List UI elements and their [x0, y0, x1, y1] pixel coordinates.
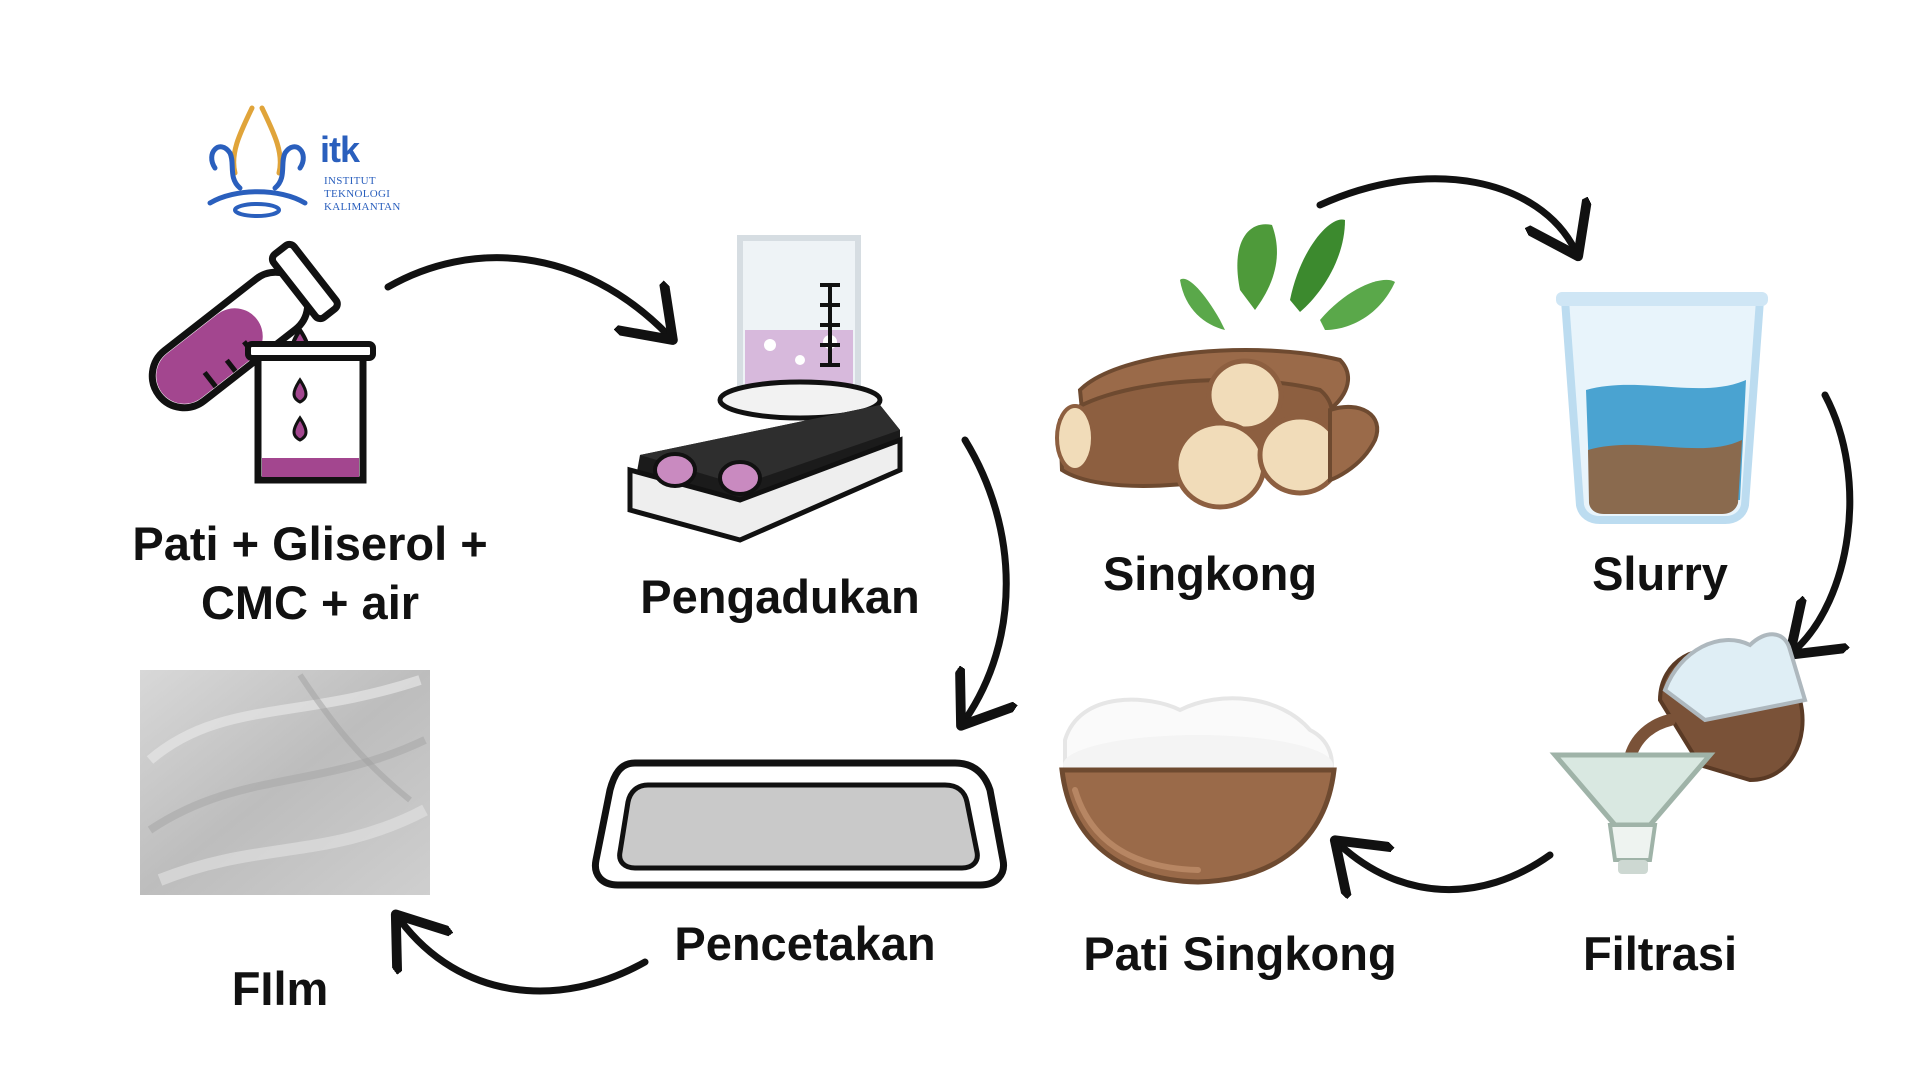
- label-cassava: Singkong: [1102, 547, 1318, 600]
- mix-illustration: [148, 240, 376, 484]
- arrow-slurry-to-filtration: [1795, 391, 1854, 650]
- film-sample-image: [140, 670, 430, 895]
- label-stirring: Pengadukan: [640, 570, 920, 623]
- label-slurry: Slurry: [1592, 547, 1728, 600]
- cassava-illustration: [1055, 219, 1395, 510]
- magnetic-stirrer-illustration: [627, 235, 903, 543]
- label-mix: Pati + Gliserol + CMC + air: [100, 515, 520, 633]
- label-mix-line2: CMC + air: [200, 575, 420, 629]
- logo-line-teknologi: TEKNOLOGI: [324, 188, 391, 200]
- starch-bowl-illustration: [1059, 696, 1337, 885]
- label-mix-line1: Pati + Gliserol +: [132, 517, 488, 570]
- filtration-illustration: [1549, 632, 1808, 874]
- arrow-stirring-to-molding: [965, 436, 1006, 720]
- label-molding: Pencetakan: [674, 917, 936, 970]
- test-tube-icon: [148, 240, 341, 412]
- label-filtration: Filtrasi: [1582, 927, 1738, 980]
- tray-illustration: [591, 759, 1008, 889]
- itk-logo: itk INSTITUT TEKNOLOGI KALIMANTAN: [200, 98, 430, 228]
- label-starch: Pati Singkong: [1083, 927, 1397, 980]
- logo-line-kalimantan: KALIMANTAN: [324, 201, 401, 213]
- arrow-mix-to-stirring: [384, 254, 668, 335]
- arrow-molding-to-film: [400, 920, 649, 995]
- flow-arrows: [384, 175, 1854, 995]
- arrow-filtration-to-starch: [1340, 845, 1554, 890]
- arrow-cassava-to-slurry: [1316, 175, 1575, 250]
- slurry-beaker-illustration: [1556, 292, 1768, 524]
- label-film: FIlm: [231, 962, 329, 1015]
- beaker-icon: [245, 341, 376, 484]
- itk-emblem-icon: [207, 105, 308, 218]
- logo-abbreviation: itk: [320, 129, 360, 170]
- logo-line-institut: INSTITUT: [324, 175, 376, 187]
